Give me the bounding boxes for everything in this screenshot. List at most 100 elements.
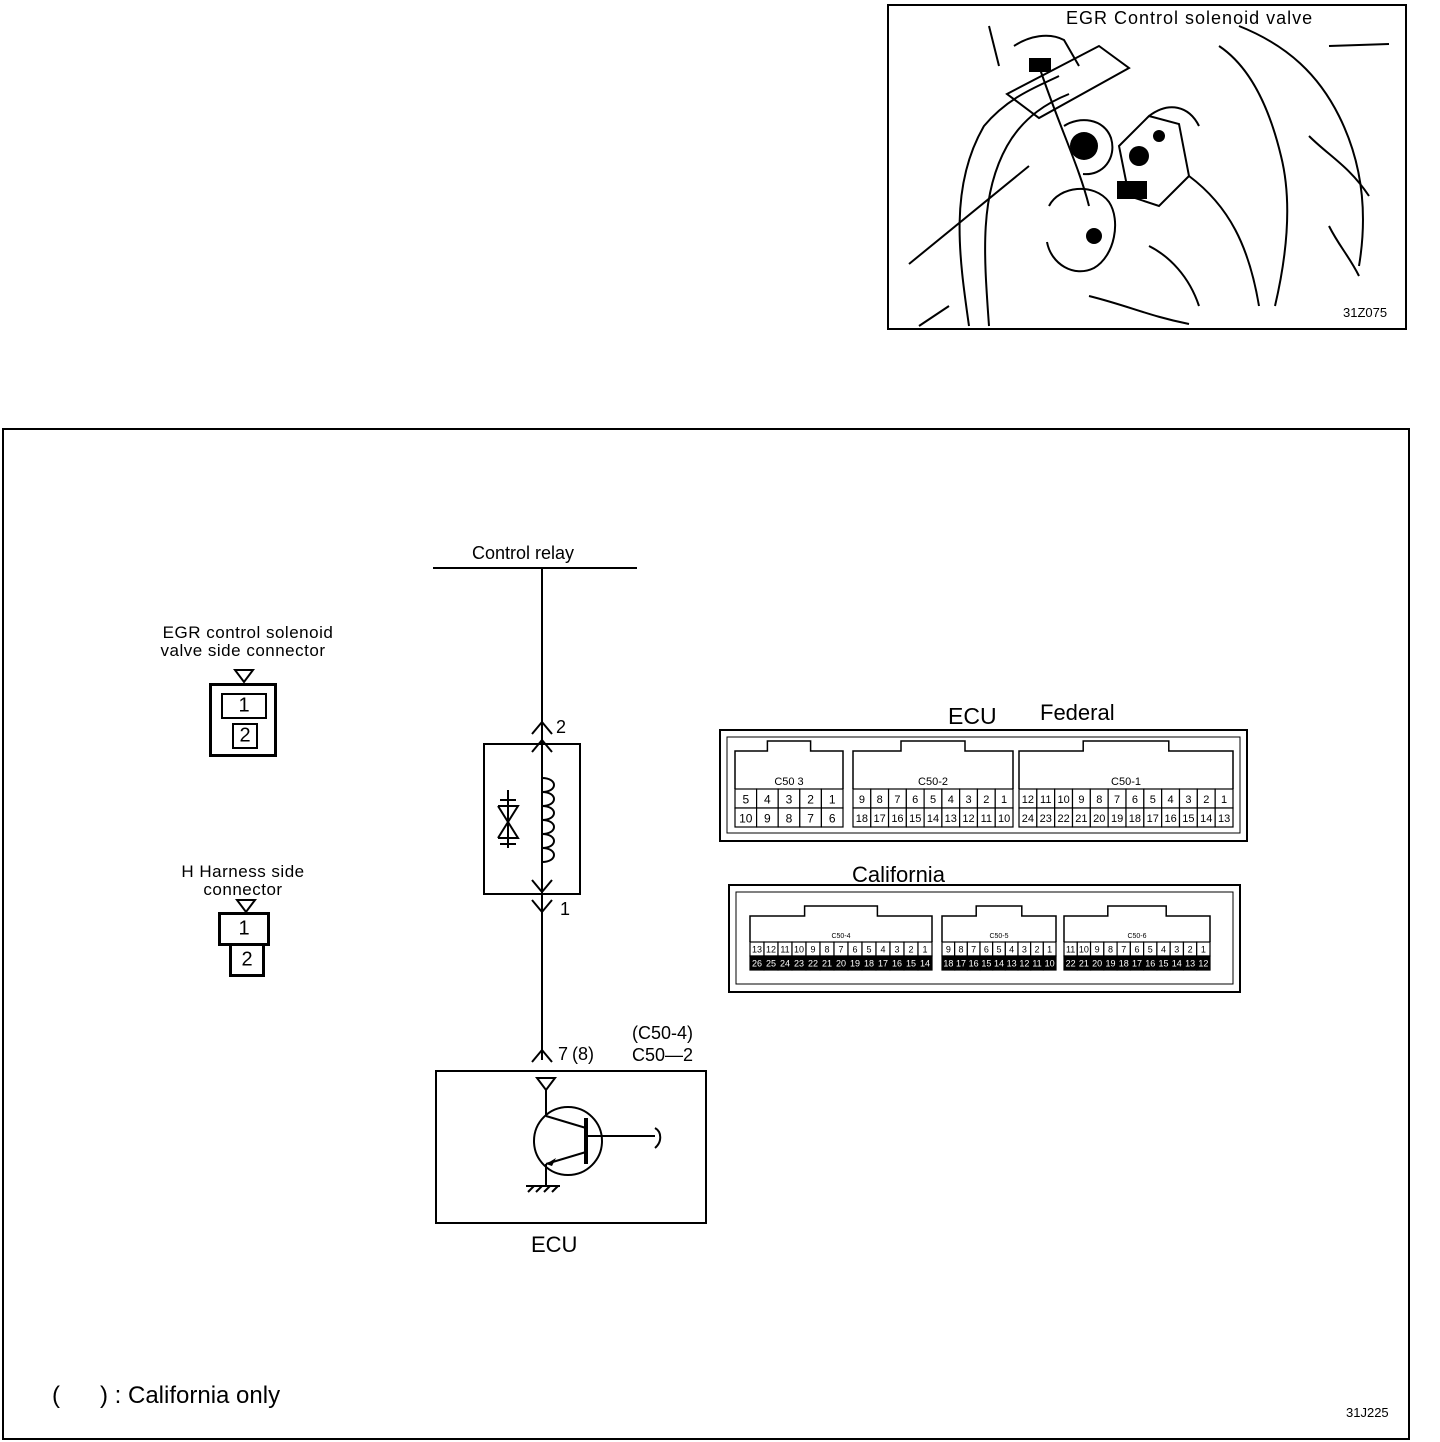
ecu-california-pin-label: 8 <box>1108 945 1113 955</box>
diagram-code: 31J225 <box>1346 1405 1389 1420</box>
ecu-california-pin-label: 3 <box>894 945 899 955</box>
ecu-federal-pin-label: 16 <box>1164 813 1176 825</box>
ecu-california-group-key-outline <box>941 905 1057 942</box>
ecu-federal-group-name: C50 3 <box>774 776 803 788</box>
ecu-federal-pin-label: 24 <box>1022 813 1034 825</box>
ecu-california-pin-label: 16 <box>892 959 902 969</box>
solenoid-connector-title-line2: valve side connector <box>160 641 326 660</box>
ecu-pin-number-alt: (8) <box>572 1044 594 1064</box>
ecu-federal-group-key-outline <box>852 740 1014 789</box>
ecu-federal-pin-label: 15 <box>909 813 921 825</box>
ecu-california-pin-label: 2 <box>1188 945 1193 955</box>
ecu-california-group-name: C50-5 <box>989 933 1008 940</box>
ecu-california-pin-label: 9 <box>1095 945 1100 955</box>
ecu-california-pin-label: 6 <box>852 945 857 955</box>
ecu-federal-title: ECU <box>948 703 997 729</box>
solenoid-connector-pin-2: 2 <box>232 723 258 749</box>
ecu-california-pin-label: 20 <box>1092 959 1102 969</box>
ecu-california-group-name: C50-6 <box>1127 933 1146 940</box>
ecu-federal-pin-label: 11 <box>981 813 992 825</box>
ecu-federal-pin-label: 15 <box>1182 813 1194 825</box>
ecu-california-pin-label: 1 <box>1201 945 1206 955</box>
solenoid-connector-marker-icon <box>233 669 255 684</box>
ecu-federal-pin-label: 3 <box>786 793 793 807</box>
ecu-california-pin-label: 20 <box>836 959 846 969</box>
ecu-california-variant: California <box>852 862 945 887</box>
ecu-california-pin-label: 23 <box>794 959 804 969</box>
harness-connector-title: H Harness side connector <box>150 863 336 898</box>
ecu-federal-pin-label: 6 <box>829 812 836 826</box>
harness-connector-pin-1: 1 <box>218 912 270 946</box>
ecu-federal-pin-label: 7 <box>807 812 814 826</box>
ecu-federal-pin-label: 4 <box>948 794 954 806</box>
solenoid-pin-bottom: 1 <box>560 899 571 919</box>
ecu-california-pin-label: 14 <box>920 959 930 969</box>
ecu-federal-pin-label: 9 <box>859 794 865 806</box>
ecu-label: ECU <box>531 1232 578 1257</box>
ecu-california-pin-label: 9 <box>810 945 815 955</box>
ecu-federal-pin-label: 22 <box>1057 813 1069 825</box>
ecu-federal-pin-label: 8 <box>877 794 883 806</box>
harness-connector-title-line2: connector <box>203 880 283 899</box>
ecu-federal-pin-label: 8 <box>786 812 793 826</box>
ecu-federal-group-key-outline <box>734 740 844 789</box>
ecu-california-pin-label: 25 <box>766 959 776 969</box>
ecu-federal-pin-label: 18 <box>1129 813 1141 825</box>
ecu-california-pin-label: 15 <box>981 959 991 969</box>
ecu-california-pin-label: 10 <box>794 945 804 955</box>
ecu-federal-pin-label: 8 <box>1096 794 1102 806</box>
ecu-federal-pin-label: 7 <box>894 794 900 806</box>
ecu-federal-pin-label: 4 <box>764 793 771 807</box>
ecu-federal-pin-label: 7 <box>1114 794 1120 806</box>
ecu-federal-pin-label: 1 <box>829 793 836 807</box>
ecu-federal-pin-label: 14 <box>1200 813 1212 825</box>
ecu-california-pin-cell <box>917 955 933 971</box>
ecu-federal-pin-label: 5 <box>930 794 936 806</box>
ecu-federal-pin-label: 10 <box>998 813 1010 825</box>
ecu-connector: C50—2 <box>632 1045 694 1065</box>
ecu-california-pin-label: 21 <box>1079 959 1089 969</box>
ecu-federal-pin-label: 3 <box>1185 794 1191 806</box>
ecu-california-pin-label: 8 <box>958 945 963 955</box>
ecu-federal-pin-label: 17 <box>1147 813 1159 825</box>
photo-title: EGR Control solenoid valve <box>1066 8 1314 28</box>
ecu-pin-number: 7 <box>558 1044 569 1064</box>
ecu-federal-pin-label: 11 <box>1040 794 1051 806</box>
solenoid-connector-title: EGR control solenoid valve side connecto… <box>138 624 358 659</box>
ecu-california-pin-label: 11 <box>780 945 789 955</box>
ecu-federal-pin-label: 9 <box>764 812 771 826</box>
ecu-federal-pin-label: 6 <box>912 794 918 806</box>
ecu-federal-pin-label: 13 <box>1218 813 1230 825</box>
ecu-federal-pin-label: 1 <box>1001 794 1007 806</box>
ecu-california-pin-label: 19 <box>850 959 860 969</box>
ecu-california-pin-label: 14 <box>1172 959 1182 969</box>
ecu-federal-pin-cell <box>820 807 844 828</box>
ecu-california-pin-label: 18 <box>1119 959 1129 969</box>
ecu-california-pin-label: 1 <box>1047 945 1052 955</box>
ecu-california-pin-label: 1 <box>922 945 927 955</box>
ecu-federal-pin-label: 19 <box>1111 813 1123 825</box>
solenoid-pin-top: 2 <box>556 717 567 737</box>
ecu-california-pin-label: 2 <box>908 945 913 955</box>
ecu-california-pin-label: 10 <box>1045 959 1055 969</box>
ecu-california-pin-label: 17 <box>1132 959 1142 969</box>
ecu-california-pin-label: 22 <box>1066 959 1076 969</box>
ecu-california-group-key-outline <box>1063 905 1211 942</box>
harness-connector-title-line1: H Harness side <box>181 862 305 881</box>
ecu-california-pin-label: 22 <box>808 959 818 969</box>
ecu-federal-pin-label: 21 <box>1075 813 1087 825</box>
ecu-federal-pin-label: 5 <box>742 793 749 807</box>
ecu-california-pin-label: 15 <box>1159 959 1169 969</box>
ecu-california-pin-label: 4 <box>1161 945 1166 955</box>
ecu-california-pin-label: 21 <box>822 959 832 969</box>
ecu-california-pin-label: 9 <box>946 945 951 955</box>
ecu-federal-pin-label: 14 <box>927 813 939 825</box>
solenoid-connector: 1 2 <box>209 683 277 757</box>
harness-connector-pin-2: 2 <box>229 943 265 977</box>
ecu-california-pin-label: 13 <box>752 945 762 955</box>
egr-valve-photo <box>887 4 1407 330</box>
ecu-federal-pin-cell <box>1214 807 1234 828</box>
